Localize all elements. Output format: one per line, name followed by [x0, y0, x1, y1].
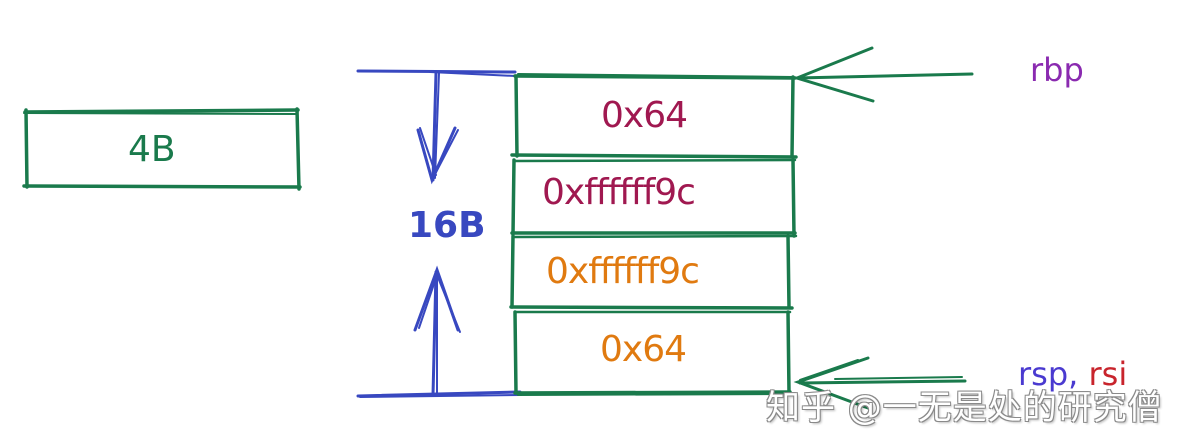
watermark: 知乎 @一无是处的研究僧 [766, 388, 1163, 428]
stack-cell-value: 0xffffff9c [542, 172, 696, 213]
stack-cell-value: 0xffffff9c [546, 251, 700, 292]
register-label-rsp-rsi: rsp, rsi [1018, 358, 1127, 390]
unit-box [22, 107, 302, 191]
size-bracket-label: 16B [408, 205, 486, 246]
register-label-rbp: rbp [1030, 51, 1084, 89]
rbp-arrow [792, 46, 974, 103]
stack-cell-value: 0x64 [601, 95, 688, 136]
rsp-arrow [793, 356, 967, 410]
register-label-rsp: rsp [1018, 355, 1069, 393]
register-separator: , [1068, 355, 1079, 393]
size-bracket [356, 69, 522, 398]
stack-cell-value: 0x64 [600, 329, 687, 370]
stack-frame [509, 73, 798, 396]
unit-box-label: 4B [128, 129, 176, 170]
register-label-rsi: rsi [1088, 355, 1128, 393]
